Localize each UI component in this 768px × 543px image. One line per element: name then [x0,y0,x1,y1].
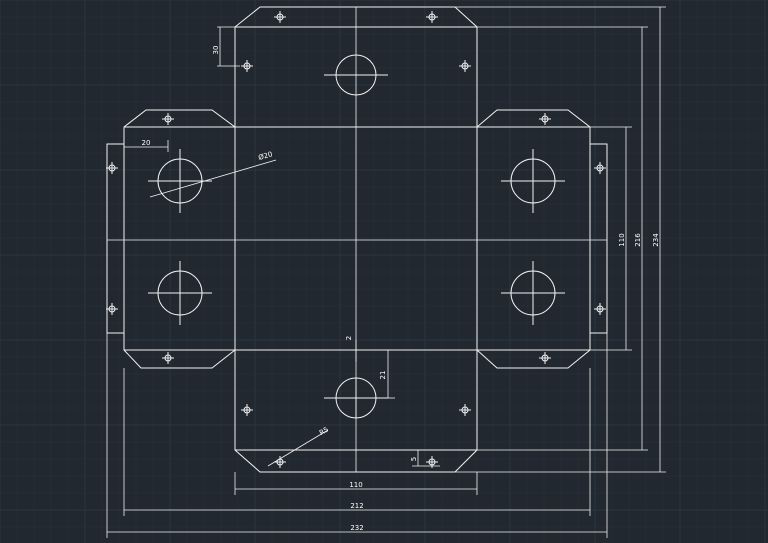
dim-216: 216 [634,233,642,247]
dim-5: 5 [410,457,418,461]
dim-110-bottom: 110 [349,481,362,489]
dim-2: 2 [345,336,353,340]
dim-phi20: Ø20 [257,150,273,162]
dim-20: 20 [142,139,151,147]
dim-30: 30 [212,46,220,55]
box-net-drawing [106,6,608,473]
dim-232: 232 [350,524,363,532]
small-holes [106,11,606,468]
dim-234: 234 [652,233,660,247]
dim-21: 21 [379,371,387,380]
dim-r5: R5 [318,425,330,437]
dim-212: 212 [350,502,363,510]
dimension-lines [106,6,666,538]
dimension-labels: 30 20 Ø20 2 21 R5 5 110 212 232 110 216 … [142,46,660,532]
dim-110-right: 110 [618,233,626,246]
